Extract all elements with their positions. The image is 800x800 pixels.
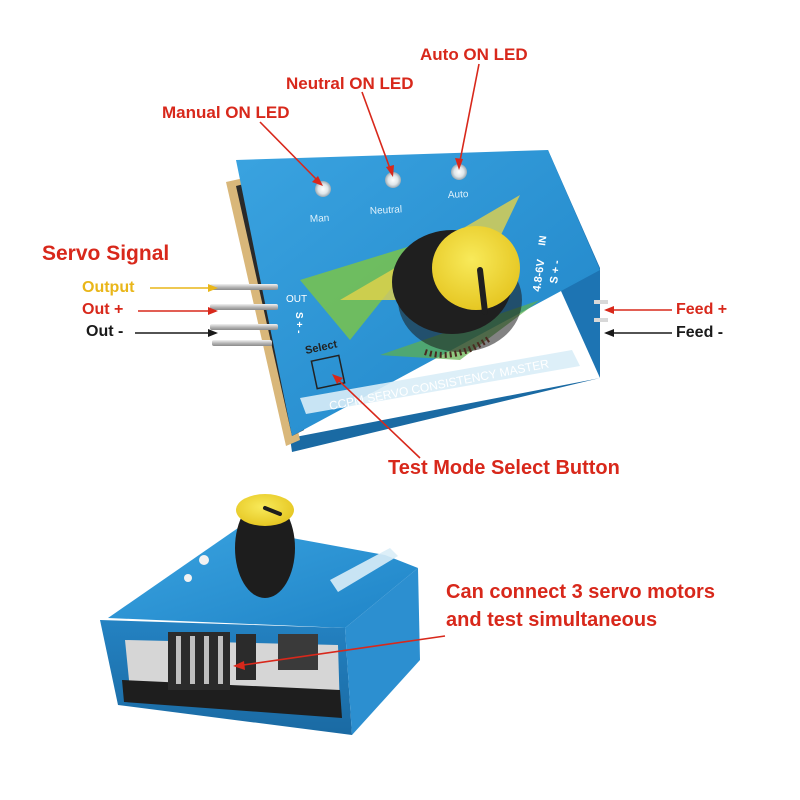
knob2-indicator bbox=[263, 506, 282, 516]
arrowhead-output bbox=[208, 284, 218, 292]
led-neutral bbox=[385, 172, 401, 188]
select-button[interactable] bbox=[310, 354, 346, 390]
in-label: IN bbox=[537, 235, 549, 246]
arrowhead-feed-minus bbox=[604, 329, 614, 337]
annotation-arrows bbox=[135, 63, 672, 670]
arrowhead-feed-plus bbox=[604, 306, 614, 314]
arrow-manual-led bbox=[259, 121, 322, 185]
input-pins bbox=[594, 300, 608, 322]
servo-header-pins bbox=[168, 632, 318, 690]
case-front-edge bbox=[290, 378, 600, 452]
connect-label-line2: and test simultaneous bbox=[446, 609, 658, 631]
arrow-neutral-led bbox=[361, 91, 393, 175]
output-label: Output bbox=[82, 279, 135, 296]
out-plus-label: Out + bbox=[82, 301, 124, 318]
led-auto-label: Auto bbox=[448, 189, 470, 201]
case2-led-1 bbox=[199, 555, 209, 565]
voltage-label: 4.8-6V bbox=[531, 258, 547, 292]
connect-label-line1: Can connect 3 servo motors bbox=[446, 581, 715, 603]
arrowhead-out-plus bbox=[208, 307, 218, 315]
servo-tester-top-view: Man Neutral Auto 4.8-6V IN S + - OUT S +… bbox=[210, 150, 608, 452]
knob-scale bbox=[424, 335, 492, 358]
led-man-label: Man bbox=[310, 213, 330, 225]
output-pins bbox=[210, 284, 278, 346]
arrowhead-manual bbox=[312, 176, 323, 186]
servo-tester-front-view bbox=[100, 494, 420, 735]
arrowhead-test-mode bbox=[332, 374, 343, 384]
manual-led-label: Manual ON LED bbox=[162, 103, 290, 122]
knob-cap bbox=[432, 226, 520, 310]
arrowhead-neutral bbox=[386, 165, 394, 177]
arrow-connect bbox=[235, 635, 446, 667]
label-strip bbox=[300, 350, 580, 414]
in-pins-label: S + - bbox=[548, 259, 563, 284]
led-man bbox=[315, 181, 331, 197]
neutral-led-label: Neutral ON LED bbox=[286, 74, 414, 93]
arrowhead-out-minus bbox=[208, 329, 218, 337]
arrowhead-auto bbox=[455, 158, 463, 170]
test-mode-label: Test Mode Select Button bbox=[388, 457, 620, 479]
out-pins-label: S + - bbox=[293, 312, 304, 333]
out-minus-label: Out - bbox=[86, 323, 124, 340]
arrowhead-connect bbox=[233, 661, 245, 670]
arrow-auto-led bbox=[458, 63, 480, 167]
feed-plus-label: Feed + bbox=[676, 301, 728, 318]
case2-label-strip bbox=[330, 548, 398, 592]
led-auto bbox=[451, 164, 467, 180]
servo-signal-label: Servo Signal bbox=[42, 242, 170, 265]
case2-led-2 bbox=[184, 574, 192, 582]
case2-right-side bbox=[345, 568, 420, 735]
feed-minus-label: Feed - bbox=[676, 324, 724, 341]
knob-indicator bbox=[477, 267, 488, 315]
arrow-test-mode bbox=[333, 375, 421, 459]
out-label: OUT bbox=[286, 294, 307, 305]
led-neutral-label: Neutral bbox=[370, 204, 403, 217]
auto-led-label: Auto ON LED bbox=[420, 45, 528, 64]
